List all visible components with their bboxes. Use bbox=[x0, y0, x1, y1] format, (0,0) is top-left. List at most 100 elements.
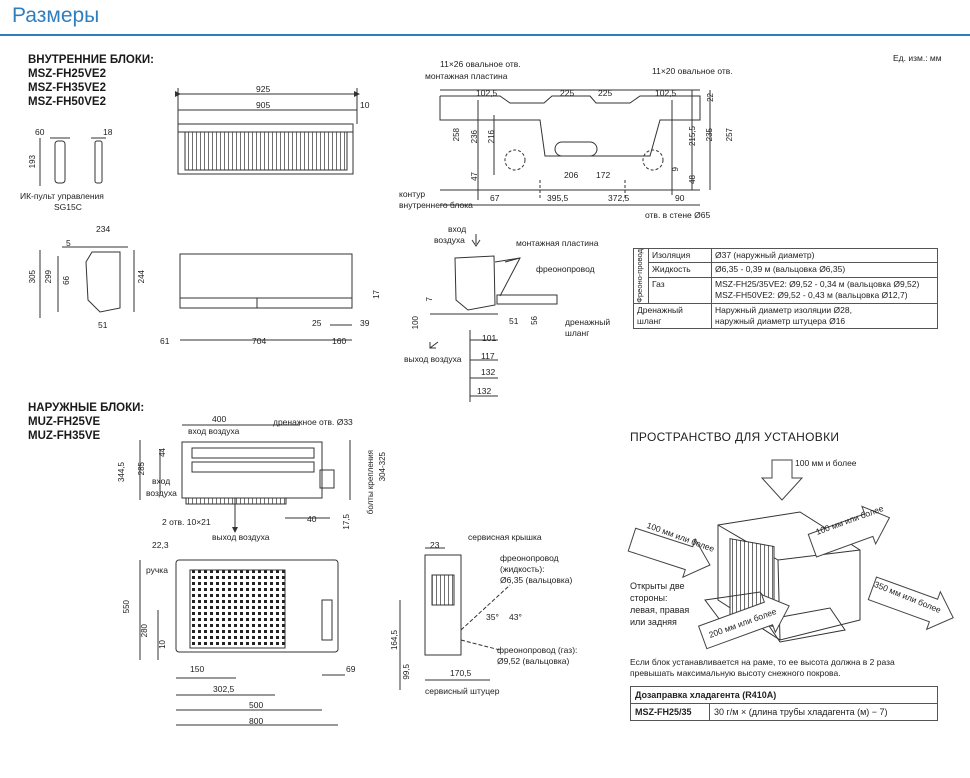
dim-5: 5 bbox=[66, 238, 71, 248]
remote-control bbox=[54, 140, 66, 184]
dim-164-5: 164,5 bbox=[390, 630, 399, 651]
label-air-out-outdoor: выход воздуха bbox=[212, 532, 270, 542]
outdoor-unit-front bbox=[175, 559, 339, 653]
dim-69: 69 bbox=[346, 664, 356, 674]
dim-48: 48 bbox=[688, 175, 697, 184]
dim-51: 51 bbox=[98, 320, 108, 330]
label-mount-plate: монтажная пластина bbox=[425, 71, 508, 81]
label-gas-2: Ø9,52 (вальцовка) bbox=[497, 656, 570, 666]
dim-40: 40 bbox=[307, 514, 317, 524]
install-open-1: Открыты две bbox=[630, 581, 685, 591]
dim-150: 150 bbox=[190, 664, 205, 674]
outdoor-fan-grille bbox=[189, 569, 286, 649]
air-in-arrow bbox=[471, 234, 481, 247]
label-wall-hole: отв. в стене Ø65 bbox=[645, 210, 711, 220]
install-heading: ПРОСТРАНСТВО ДЛЯ УСТАНОВКИ bbox=[630, 430, 840, 444]
spec-drain-name: Дренажный шланг bbox=[633, 302, 712, 329]
label-air-in-1: вход bbox=[448, 224, 467, 234]
mounting-plate bbox=[439, 95, 701, 157]
dim-704: 704 bbox=[252, 336, 267, 346]
dim-925: 925 bbox=[256, 84, 271, 94]
indoor-heading-line: ВНУТРЕННИЕ БЛОКИ: bbox=[28, 54, 154, 66]
dim-102-5-left: 102,5 bbox=[476, 88, 498, 98]
piping-spec-table: Фреоно-провод Изоляция Ø37 (наружный диа… bbox=[633, 247, 938, 329]
page-title: Размеры bbox=[12, 4, 100, 27]
spec-drain-line-1: Наружный диаметр изоляции Ø28, bbox=[715, 304, 852, 315]
spec-drain-value: Наружный диаметр изоляции Ø28, наружный … bbox=[711, 302, 938, 329]
dim-236: 236 bbox=[470, 130, 479, 144]
dim-23: 23 bbox=[430, 540, 440, 550]
dim-550: 550 bbox=[122, 600, 131, 614]
dim-299: 299 bbox=[44, 270, 53, 284]
dim-67: 67 bbox=[490, 193, 500, 203]
dim-51-side: 51 bbox=[509, 316, 519, 326]
air-out-arrow bbox=[429, 341, 439, 349]
spec-row-gas-value: MSZ-FH25/35VE2: Ø9,52 - 0,34 м (вальцовк… bbox=[711, 276, 938, 304]
install-open-sides: Открыты две стороны: левая, правая или з… bbox=[630, 580, 689, 628]
dim-257: 257 bbox=[725, 128, 734, 142]
spec-row-liquid-name: Жидкость bbox=[648, 262, 712, 278]
remote-side bbox=[94, 140, 103, 184]
title-divider bbox=[0, 34, 970, 36]
label-contour-2: внутреннего блока bbox=[399, 200, 473, 210]
spec-row-insulation-name: Изоляция bbox=[648, 247, 712, 264]
label-drain-hole: дренажное отв. Ø33 bbox=[273, 417, 353, 427]
wall-hole-left bbox=[504, 149, 526, 171]
charge-model: MSZ-FH25/35 bbox=[630, 703, 710, 721]
dim-18: 18 bbox=[103, 127, 113, 137]
dim-61: 61 bbox=[160, 336, 170, 346]
dim-216: 216 bbox=[487, 130, 496, 144]
label-liquid-2: (жидкость): bbox=[500, 564, 545, 574]
top-clearance-arrow bbox=[760, 459, 804, 501]
dim-905: 905 bbox=[256, 100, 271, 110]
left-clearance-arrow bbox=[627, 527, 711, 579]
label-mount-plate-side: монтажная пластина bbox=[516, 238, 599, 248]
rear-clearance-arrow bbox=[807, 505, 891, 558]
label-holes: 2 отв. 10×21 bbox=[162, 517, 211, 527]
refrigerant-charge-table: Дозаправка хладагента (R410A) MSZ-FH25/3… bbox=[630, 686, 938, 721]
label-air-out: выход воздуха bbox=[404, 354, 462, 364]
install-note-1: Если блок устанавливается на раме, то ее… bbox=[630, 657, 895, 667]
dim-225-a: 225 bbox=[560, 88, 575, 98]
label-drain-1: дренажный bbox=[565, 317, 611, 327]
dim-10-outdoor: 10 bbox=[158, 640, 167, 649]
install-note-2: превышать максимальную высоту снежного п… bbox=[630, 668, 841, 678]
label-handle: ручка bbox=[146, 565, 168, 575]
front-clearance-arrow bbox=[697, 593, 790, 650]
dim-22-3: 22,3 bbox=[152, 540, 169, 550]
spec-gas-line-1: MSZ-FH25/35VE2: Ø9,52 - 0,34 м (вальцовк… bbox=[715, 278, 920, 289]
spec-row-insulation-value: Ø37 (наружный диаметр) bbox=[711, 247, 938, 264]
dim-258: 258 bbox=[452, 128, 461, 142]
dim-305: 305 bbox=[28, 270, 37, 284]
indoor-piping-side bbox=[454, 255, 496, 311]
dim-395-5: 395,5 bbox=[547, 193, 569, 203]
dim-132-b: 132 bbox=[477, 386, 492, 396]
label-drain-2: шланг bbox=[565, 328, 590, 338]
units-note: Ед. изм.: мм bbox=[893, 53, 942, 63]
dim-7: 7 bbox=[425, 297, 434, 302]
spec-group-cell: Фреоно-провод bbox=[633, 248, 649, 304]
dim-100: 100 bbox=[411, 316, 420, 330]
refrigerant-pipe-side bbox=[496, 294, 558, 305]
label-liquid-1: фреонопровод bbox=[500, 553, 559, 563]
label-air-in-left-1: вход bbox=[152, 476, 171, 486]
dim-9: 9 bbox=[671, 167, 680, 172]
charge-header: Дозаправка хладагента (R410A) bbox=[630, 686, 938, 704]
outdoor-heading-line: НАРУЖНЫЕ БЛОКИ: bbox=[28, 402, 145, 414]
label-bolts-dim: 304-325 bbox=[378, 452, 387, 482]
dim-99-5: 99,5 bbox=[402, 664, 411, 680]
right-clearance-arrow bbox=[867, 576, 954, 631]
indoor-unit-grille bbox=[184, 131, 348, 171]
outdoor-heading: НАРУЖНЫЕ БЛОКИ: MUZ-FH25VE MUZ-FH35VE bbox=[28, 401, 144, 443]
dim-22: 22 bbox=[706, 93, 715, 102]
dim-35-deg: 35° bbox=[486, 612, 499, 622]
dim-132: 132 bbox=[481, 367, 496, 377]
dim-56: 56 bbox=[530, 316, 539, 325]
dim-344-5: 344,5 bbox=[117, 462, 126, 483]
spec-drain-line-2: наружный диаметр штуцера Ø16 bbox=[715, 315, 846, 326]
label-oval-11x26: 11×26 овальное отв. bbox=[440, 59, 521, 69]
remote-model: SG15C bbox=[54, 202, 82, 212]
install-unit-box bbox=[717, 511, 861, 641]
label-refrigerant-pipe: фреонопровод bbox=[536, 264, 595, 274]
indoor-model-2: MSZ-FH35VE2 bbox=[28, 82, 106, 94]
